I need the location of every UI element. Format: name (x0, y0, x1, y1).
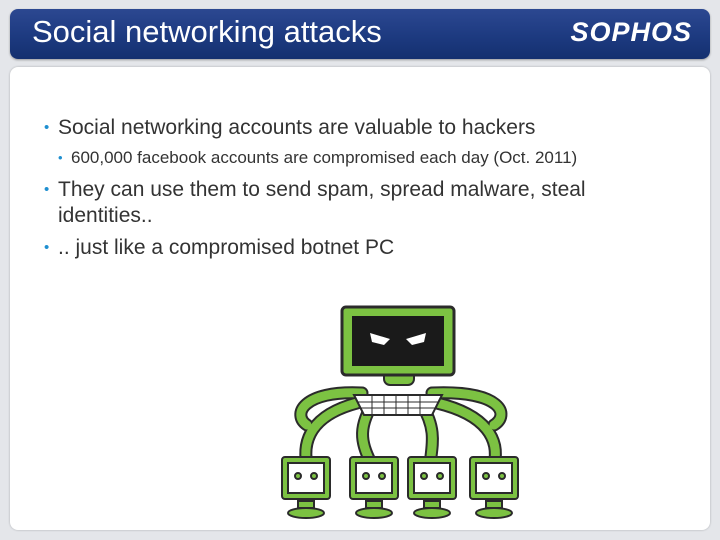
sub-bullet-text: 600,000 facebook accounts are compromise… (71, 148, 578, 167)
slide-header: Social networking attacks SOPHOS (10, 9, 710, 59)
bullet-icon: • (44, 119, 50, 136)
bullet-text: .. just like a compromised botnet PC (58, 236, 395, 259)
bullet-icon: • (58, 150, 63, 165)
botnet-illustration-icon (281, 305, 519, 519)
bullet-text: Social networking accounts are valuable … (58, 116, 536, 139)
bullet-item: • They can use them to send spam, spread… (44, 177, 684, 229)
bullet-list: • Social networking accounts are valuabl… (44, 115, 684, 267)
bullet-text: They can use them to send spam, spread m… (58, 178, 586, 227)
slide-content: • Social networking accounts are valuabl… (10, 67, 710, 530)
bullet-item: • Social networking accounts are valuabl… (44, 115, 684, 141)
bullet-item: • .. just like a compromised botnet PC (44, 235, 684, 261)
slide-title: Social networking attacks (32, 14, 382, 49)
sub-bullet-item: • 600,000 facebook accounts are compromi… (58, 147, 684, 169)
bullet-icon: • (44, 239, 50, 256)
bullet-icon: • (44, 181, 50, 198)
sophos-logo: SOPHOS (570, 17, 692, 47)
